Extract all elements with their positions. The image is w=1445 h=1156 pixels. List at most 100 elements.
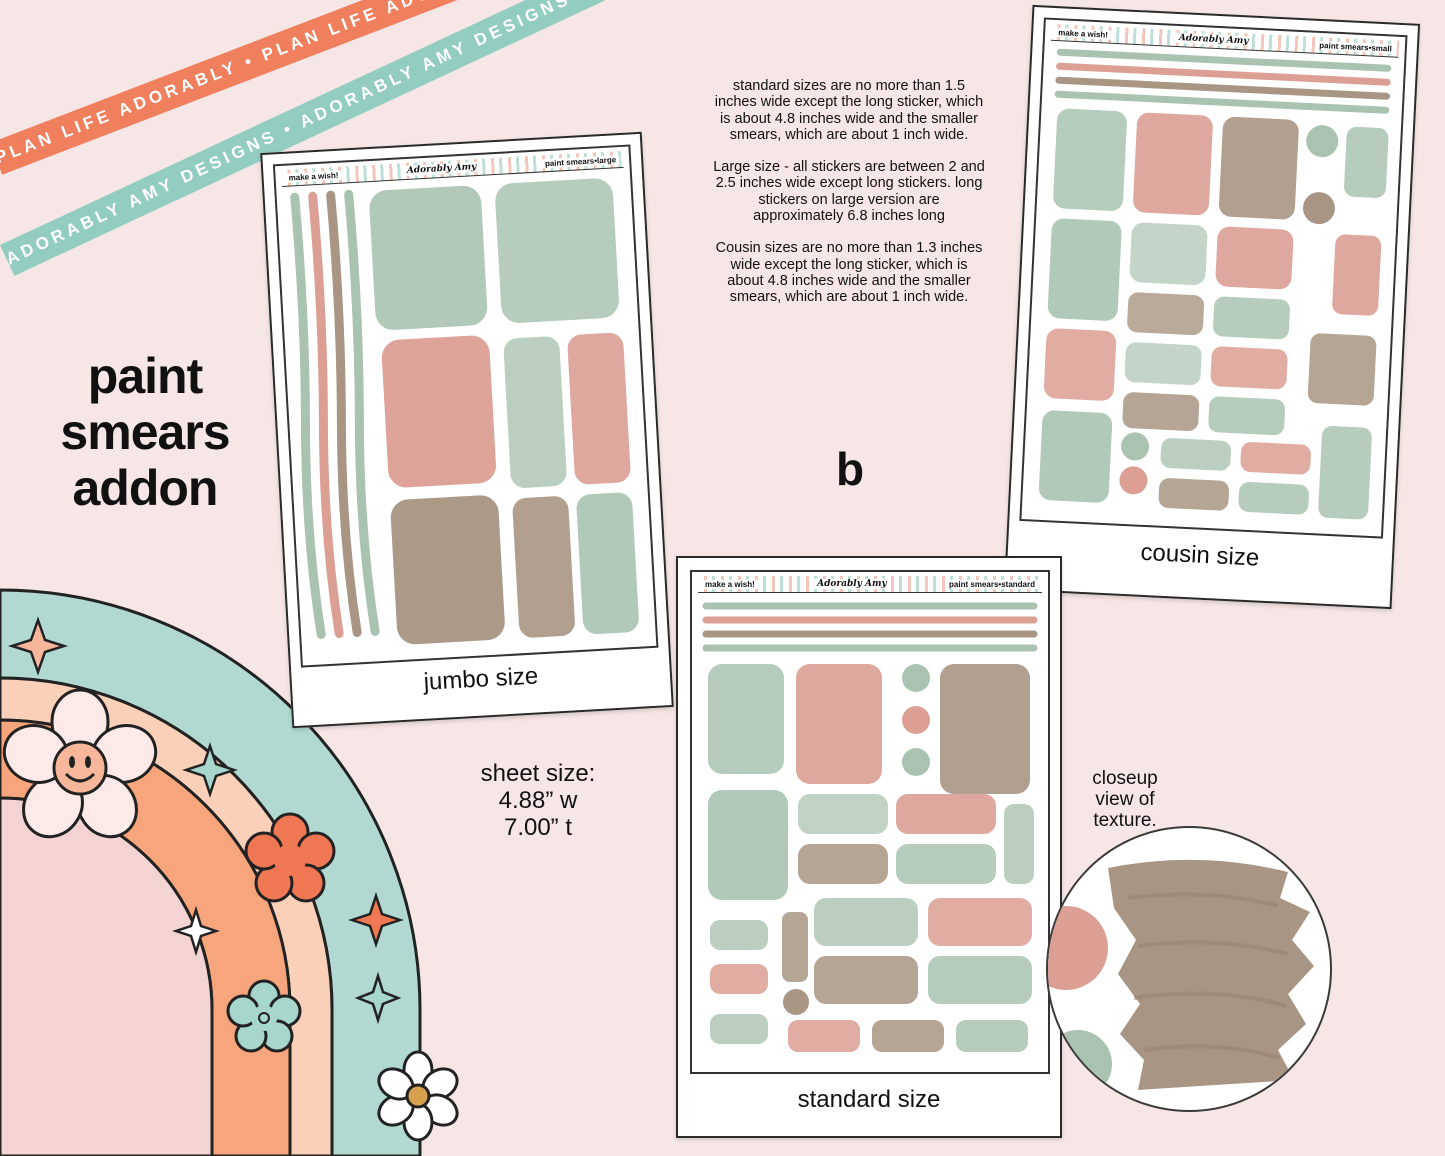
size-description: standard sizes are no more than 1.5 inch… bbox=[712, 78, 986, 322]
smear-stickers bbox=[1038, 48, 1392, 520]
jumbo-sheet-card: make a wish! Adorably Amy paint smears•l… bbox=[260, 131, 674, 729]
smear-sticker bbox=[390, 495, 505, 645]
round-smear-sticker bbox=[902, 748, 930, 776]
sheet-size-label: sheet size: bbox=[480, 760, 596, 787]
smear-sticker bbox=[1158, 478, 1230, 511]
smear-sticker bbox=[710, 1014, 768, 1044]
smear-stickers bbox=[290, 178, 639, 645]
smear-sticker bbox=[896, 844, 996, 884]
long-smear-sticker bbox=[326, 190, 362, 637]
smear-sticker bbox=[1213, 296, 1290, 340]
daisy-icon bbox=[377, 1050, 459, 1142]
smear-sticker bbox=[1240, 442, 1311, 475]
smear-sticker bbox=[710, 964, 768, 994]
smear-sticker bbox=[798, 794, 888, 834]
smear-sticker bbox=[1160, 438, 1231, 471]
smear-sticker bbox=[710, 920, 768, 950]
closeup-label-line: closeup bbox=[1092, 768, 1158, 789]
smear-sticker bbox=[814, 956, 918, 1004]
smiley-flower-icon bbox=[2, 688, 158, 839]
smear-sticker bbox=[381, 335, 496, 488]
smear-sticker bbox=[1122, 392, 1200, 431]
standard-sheet-card: make a wish! Adorably Amy paint smears•s… bbox=[676, 556, 1062, 1138]
closeup-label: closeup view of texture. bbox=[1072, 768, 1178, 831]
standard-size-description: standard sizes are no more than 1.5 inch… bbox=[714, 78, 984, 143]
closeup-label-line: texture. bbox=[1093, 810, 1157, 831]
smear-sticker bbox=[1043, 328, 1117, 401]
smear-sticker bbox=[708, 664, 784, 774]
smear-sticker bbox=[1344, 126, 1389, 198]
smear-sticker bbox=[872, 1020, 944, 1052]
long-smear-sticker bbox=[1056, 48, 1392, 72]
closeup-label-line: view of bbox=[1095, 789, 1155, 810]
sparkle-icon bbox=[348, 892, 404, 948]
sheet-caption: standard size bbox=[797, 1086, 941, 1113]
sheet-header-right: paint smears•standard bbox=[946, 579, 1038, 589]
brand-logo: Adorably Amy bbox=[814, 579, 890, 589]
smear-sticker bbox=[567, 332, 631, 485]
sticker-sheet-standard: make a wish! Adorably Amy paint smears•s… bbox=[690, 570, 1050, 1074]
long-smear-sticker bbox=[1054, 90, 1390, 114]
smear-sticker bbox=[940, 664, 1030, 794]
smear-sticker bbox=[708, 790, 788, 900]
smear-sticker bbox=[1215, 226, 1294, 290]
long-smear-sticker bbox=[344, 189, 380, 636]
smear-sticker bbox=[1219, 116, 1299, 220]
title-line: smears bbox=[60, 404, 230, 460]
texture-closeup bbox=[1046, 826, 1332, 1112]
sheet-header-left: make a wish! bbox=[702, 579, 758, 589]
round-smear-sticker bbox=[783, 989, 809, 1015]
smear-sticker bbox=[1129, 222, 1208, 286]
long-smear-sticker bbox=[1056, 62, 1391, 86]
smear-sticker bbox=[1238, 482, 1309, 515]
product-title: paint smears addon bbox=[40, 348, 250, 516]
smear-sticker bbox=[896, 794, 996, 834]
round-smear-sticker bbox=[1119, 466, 1148, 495]
cousin-size-description: Cousin sizes are no more than 1.3 inches… bbox=[715, 240, 983, 306]
variant-letter: b bbox=[835, 443, 865, 495]
smear-sticker bbox=[798, 844, 888, 884]
smear-sticker bbox=[928, 898, 1032, 946]
smear-sticker bbox=[1127, 292, 1205, 336]
large-size-description: Large size - all stickers are between 2 … bbox=[713, 159, 985, 225]
smear-sticker bbox=[788, 1020, 860, 1052]
sparkle-icon bbox=[172, 905, 220, 957]
round-smear-sticker bbox=[1121, 432, 1150, 461]
smear-sticker bbox=[503, 336, 567, 488]
round-smear-sticker bbox=[902, 664, 930, 692]
orange-flower-icon bbox=[244, 812, 336, 903]
smear-sticker bbox=[512, 496, 575, 638]
smear-sticker bbox=[956, 1020, 1028, 1052]
smear-sticker bbox=[495, 178, 619, 323]
sheet-size-info: sheet size: 4.88” w 7.00” t bbox=[448, 760, 628, 841]
sheet-size-width: 4.88” w bbox=[498, 787, 578, 814]
smear-sticker bbox=[1047, 218, 1122, 321]
round-smear-sticker bbox=[1306, 125, 1339, 158]
smear-sticker bbox=[1133, 112, 1213, 216]
title-line: addon bbox=[72, 460, 219, 516]
sheet-header: make a wish! Adorably Amy paint smears•s… bbox=[698, 576, 1042, 593]
round-smear-sticker bbox=[1302, 192, 1335, 225]
smear-sticker bbox=[369, 185, 488, 330]
long-smear-sticker bbox=[308, 191, 344, 638]
texture-closeup-image bbox=[1048, 859, 1314, 1098]
smear-sticker bbox=[1307, 333, 1377, 406]
long-smear-sticker bbox=[290, 192, 326, 639]
smear-sticker bbox=[1208, 396, 1286, 436]
sheet-caption: cousin size bbox=[1139, 538, 1260, 572]
smear-sticker bbox=[796, 664, 882, 784]
smear-sticker bbox=[1318, 426, 1372, 520]
smear-sticker bbox=[576, 492, 639, 635]
title-line: paint bbox=[87, 348, 203, 404]
teal-flower-icon bbox=[226, 979, 302, 1053]
smear-sticker bbox=[1210, 346, 1288, 390]
smear-sticker bbox=[1124, 342, 1202, 386]
round-smear-sticker bbox=[902, 706, 930, 734]
sheet-size-height: 7.00” t bbox=[503, 814, 573, 841]
sparkle-icon bbox=[7, 616, 69, 676]
cousin-sheet-card: make a wish! Adorably Amy paint smears•s… bbox=[1003, 4, 1421, 610]
sparkle-icon bbox=[182, 742, 238, 798]
smear-sticker bbox=[814, 898, 918, 946]
sticker-sheet-cousin: make a wish! Adorably Amy paint smears•s… bbox=[1019, 17, 1408, 539]
